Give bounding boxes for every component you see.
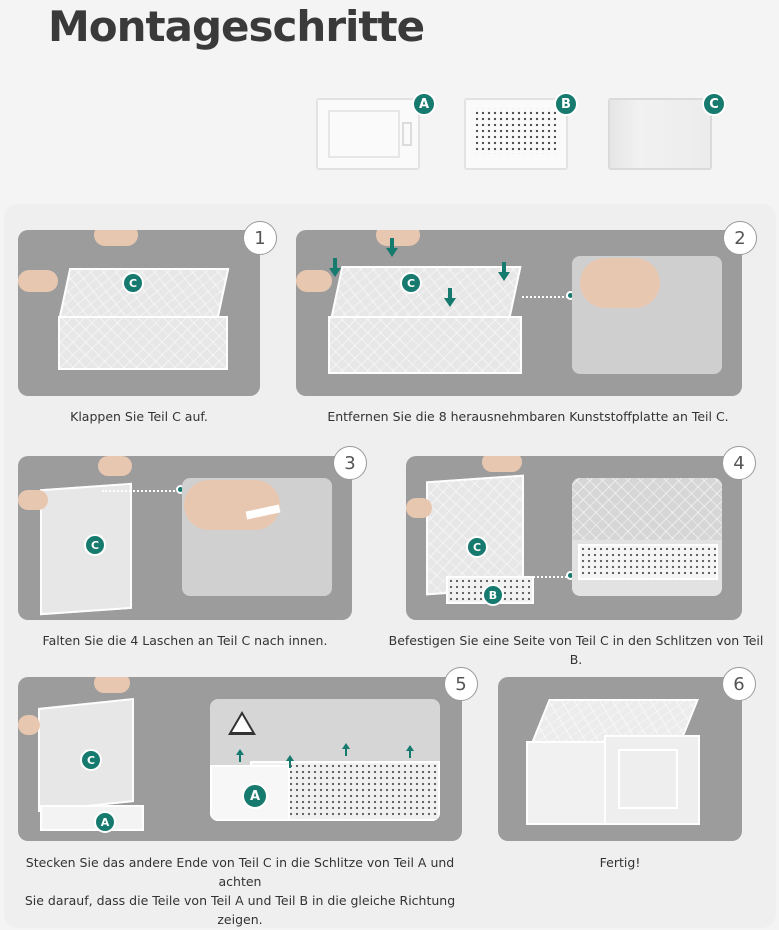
box-side [58,316,228,370]
box-top [58,268,230,318]
box-side [328,316,522,374]
arrow-down-icon [444,288,456,307]
step-1-number: 1 [243,221,277,255]
step-2-caption: Entfernen Sie die 8 herausnehmbaren Kuns… [327,409,729,424]
arrow-up-icon [342,743,350,756]
step-5-caption-line-2: Sie darauf, dass die Teile von Teil A un… [24,893,456,927]
part-a-badge: A [94,811,116,833]
part-a-badge: A [412,92,436,116]
hand-icon [406,498,432,518]
page-title: Montageschritte [48,2,425,51]
step-5-image: C A ! A [18,677,462,841]
step-6-number: 6 [722,667,756,701]
step-3-detail-inset [182,478,332,596]
part-b: B [460,92,578,176]
hand-icon [94,230,138,246]
hand-icon [296,270,332,292]
part-a-badge: A [242,783,268,809]
arrow-down-icon [329,258,341,277]
hand-icon [98,456,132,476]
warning-icon: ! [228,711,256,735]
hand-icon [482,456,522,472]
parts-overview: A B C [0,92,779,182]
step-4-image: C B [406,456,742,620]
step-4-number: 4 [722,446,756,480]
step-5-detail-inset: ! A [210,699,440,821]
part-c-badge: C [80,749,102,771]
step-4-caption: Befestigen Sie eine Seite von Teil C in … [388,633,764,667]
step-5-caption: Stecken Sie das andere Ende von Teil C i… [10,853,470,929]
part-c-image [608,98,712,170]
hand-icon [184,480,280,530]
part-a-image [316,98,420,170]
step-3-image: C [18,456,352,620]
part-c-badge: C [702,92,726,116]
arrow-down-icon [386,238,398,257]
step-1-caption: Klappen Sie Teil C auf. [70,409,208,424]
arrow-down-icon [498,262,510,281]
hand-icon [376,230,420,246]
hand-icon [18,490,48,510]
step-5-caption-line-1: Stecken Sie das andere Ende von Teil C i… [25,855,455,889]
hand-icon [94,677,130,693]
step-3-number: 3 [333,446,367,480]
part-c-badge: C [122,272,144,294]
part-b-badge: B [554,92,578,116]
step-1-image: C [18,230,260,396]
step-5-number: 5 [444,667,478,701]
part-c: C [604,92,726,176]
hand-icon [18,270,58,292]
part-a: A [312,92,436,176]
arrow-up-icon [236,749,244,762]
hand-icon [18,715,40,735]
part-b-badge: B [482,584,504,606]
step-2-image: C [296,230,742,396]
part-c-badge: C [400,272,422,294]
step-2-number: 2 [723,221,757,255]
part-b-image [464,98,568,170]
step-2-detail-inset [572,256,722,374]
step-6-caption: Fertig! [599,855,641,870]
box-side [526,741,606,825]
step-6-image [498,677,742,841]
part-c-badge: C [466,536,488,558]
hand-icon [580,258,660,308]
arrow-up-icon [406,745,414,758]
box-front [604,735,700,825]
box-top [330,266,522,318]
part-c-badge: C [84,534,106,556]
part-a-base [40,805,144,831]
step-3-caption: Falten Sie die 4 Laschen an Teil C nach … [42,633,328,648]
step-4-detail-inset [572,478,722,596]
arrow-up-icon [286,755,294,768]
